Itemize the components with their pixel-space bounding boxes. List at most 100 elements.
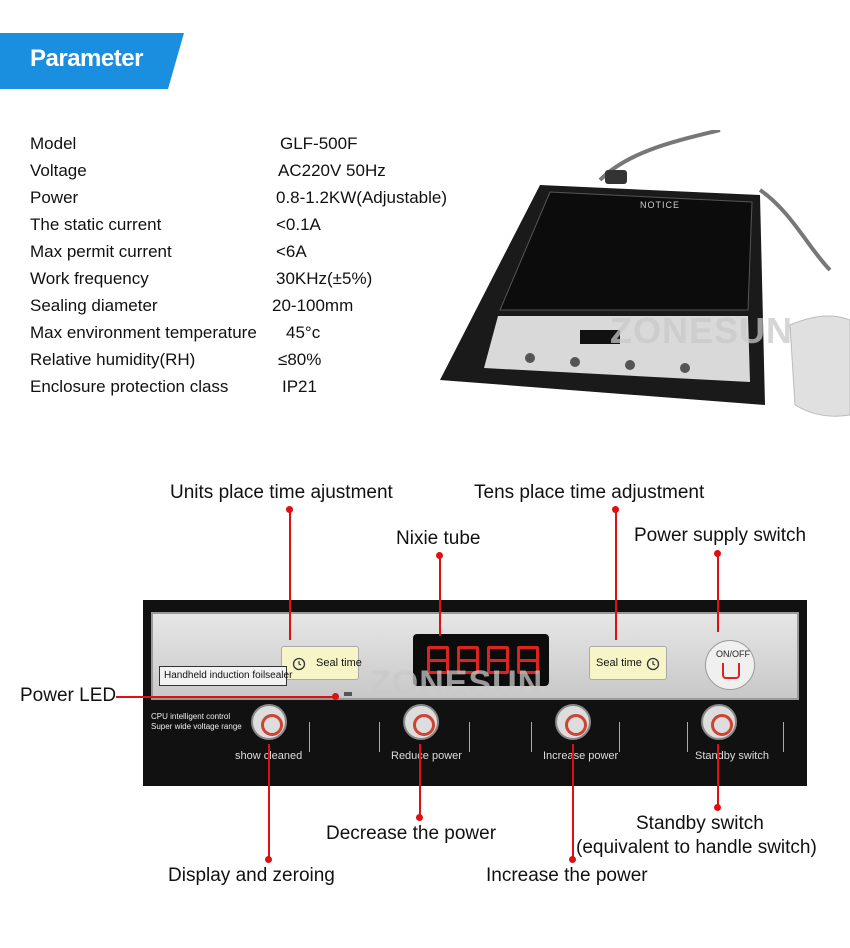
- spec-label: Max permit current: [30, 242, 172, 261]
- divider: [619, 722, 620, 752]
- induction-sealer-illustration: [440, 128, 850, 417]
- divider: [309, 722, 310, 752]
- spec-value: IP21: [282, 377, 317, 396]
- spec-row: Voltage AC220V 50Hz: [30, 161, 470, 187]
- cpu-text: CPU intelligent control Super wide volta…: [151, 712, 242, 732]
- leader-dot: [569, 856, 576, 863]
- control-panel: Seal time Seal time Handheld induction f…: [143, 600, 807, 786]
- nixie-digit: [517, 646, 539, 674]
- reduce-power-button[interactable]: [403, 704, 439, 740]
- increase-power-caption: Increase power: [543, 750, 619, 762]
- banner-title: Parameter: [30, 45, 143, 72]
- standby-switch-caption: Standby switch: [695, 750, 769, 762]
- parameter-banner: Parameter: [0, 33, 184, 89]
- spec-row: Work frequency 30KHz(±5%): [30, 269, 470, 295]
- spec-value: <6A: [276, 242, 307, 261]
- callout-standby-switch-note: (equivalent to handle switch): [576, 837, 817, 858]
- spec-value: 30KHz(±5%): [276, 269, 373, 288]
- callout-standby-switch: Standby switch: [636, 813, 764, 834]
- spec-label: Relative humidity(RH): [30, 350, 196, 369]
- spec-value: 45°c: [286, 323, 321, 342]
- divider: [379, 722, 380, 752]
- nixie-tube-display: [413, 634, 549, 686]
- spec-label: Power: [30, 188, 79, 207]
- spec-row: Max permit current <6A: [30, 242, 470, 268]
- leader-dot: [286, 506, 293, 513]
- spec-value: GLF-500F: [280, 134, 358, 153]
- notice-text: NOTICE: [640, 200, 681, 210]
- power-icon: [722, 663, 740, 679]
- leader-dot: [714, 550, 721, 557]
- device-image: NOTICE: [430, 128, 850, 430]
- seal-time-units-button[interactable]: Seal time: [281, 646, 362, 680]
- spec-label: Max environment temperature: [30, 323, 257, 342]
- standby-switch-button[interactable]: [701, 704, 737, 740]
- banner-shape: [0, 33, 184, 89]
- spec-row: Model GLF-500F: [30, 134, 470, 160]
- increase-power-button[interactable]: [555, 704, 591, 740]
- nixie-digit: [427, 646, 449, 674]
- leader-line: [419, 744, 421, 818]
- power-switch-button[interactable]: ON/OFF: [705, 640, 755, 690]
- callout-power-supply-switch: Power supply switch: [634, 525, 807, 546]
- spec-row: The static current <0.1A: [30, 215, 470, 241]
- spec-label: Work frequency: [30, 269, 149, 288]
- cpu-text-line: Super wide voltage range: [151, 722, 242, 731]
- seal-time-tens-button[interactable]: Seal time: [589, 646, 667, 680]
- clock-icon: [646, 657, 660, 671]
- clock-icon: [292, 657, 306, 671]
- callout-nixie-tube: Nixie tube: [396, 528, 481, 549]
- divider: [469, 722, 470, 752]
- leader-dot: [416, 814, 423, 821]
- leader-dot: [714, 804, 721, 811]
- leader-line: [615, 510, 617, 640]
- spec-value: 20-100mm: [272, 296, 354, 315]
- spec-row: Power 0.8-1.2KW(Adjustable): [30, 188, 470, 214]
- reduce-power-caption: Reduce power: [391, 750, 462, 762]
- leader-line: [439, 556, 441, 636]
- leader-dot: [436, 552, 443, 559]
- leader-line: [268, 744, 270, 860]
- spec-label: Sealing diameter: [30, 296, 158, 315]
- show-cleaned-button[interactable]: [251, 704, 287, 740]
- spec-value: ≤80%: [278, 350, 322, 369]
- watermark-top: ZONESUN: [610, 310, 794, 351]
- seal-time-label: Seal time: [596, 657, 642, 669]
- spec-value: AC220V 50Hz: [278, 161, 386, 180]
- spec-label: Enclosure protection class: [30, 377, 229, 396]
- spec-row: Relative humidity(RH) ≤80%: [30, 350, 470, 376]
- spec-label: The static current: [30, 215, 162, 234]
- leader-line: [717, 744, 719, 808]
- spec-label: Model: [30, 134, 77, 153]
- callout-increase-power: Increase the power: [486, 865, 648, 886]
- cpu-text-line: CPU intelligent control: [151, 712, 231, 721]
- divider: [687, 722, 688, 752]
- panel-top-strip: Seal time Seal time Handheld induction f…: [151, 612, 799, 700]
- on-off-label: ON/OFF: [716, 649, 750, 659]
- power-led: [344, 692, 352, 696]
- spec-row: Sealing diameter 20-100mm: [30, 296, 470, 322]
- brand-label: Handheld induction foilsealer: [159, 666, 292, 686]
- callout-tens-place: Tens place time adjustment: [474, 482, 705, 503]
- leader-line: [572, 744, 574, 860]
- seal-time-label: Seal time: [316, 657, 362, 669]
- divider: [531, 722, 532, 752]
- callout-units-place: Units place time ajustment: [170, 482, 393, 503]
- nixie-digit: [457, 646, 479, 674]
- spec-value: <0.1A: [276, 215, 321, 234]
- divider: [783, 722, 784, 752]
- leader-line: [289, 510, 291, 640]
- watermark-panel: ZONESUN: [370, 664, 544, 702]
- callout-decrease-power: Decrease the power: [326, 823, 497, 844]
- leader-dot: [332, 693, 339, 700]
- spec-row: Enclosure protection class IP21: [30, 377, 470, 403]
- spec-value: 0.8-1.2KW(Adjustable): [276, 188, 448, 207]
- nixie-digit: [487, 646, 509, 674]
- leader-dot: [265, 856, 272, 863]
- callout-display-zeroing: Display and zeroing: [168, 865, 335, 886]
- leader-line: [717, 554, 719, 632]
- callout-power-led: Power LED: [20, 685, 117, 706]
- spec-row: Max environment temperature 45°c: [30, 323, 470, 349]
- spec-label: Voltage: [30, 161, 87, 180]
- leader-dot: [612, 506, 619, 513]
